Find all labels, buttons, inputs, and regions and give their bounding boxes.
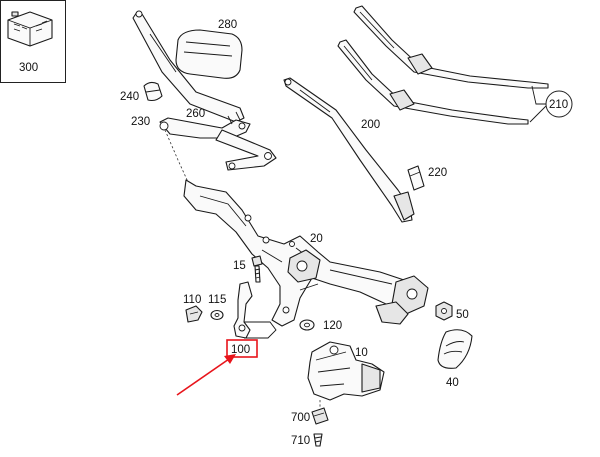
bolt-15[interactable]: 15 (233, 255, 263, 283)
label-700: 700 (291, 412, 310, 424)
highlight-100[interactable]: 100 (176, 339, 258, 396)
label-210: 210 (549, 99, 568, 111)
linkage-230[interactable]: 230 (131, 111, 277, 183)
screw-710[interactable]: 710 (291, 433, 323, 447)
label-120: 120 (323, 320, 342, 332)
wiper-motor-10[interactable]: 10 (307, 341, 385, 401)
cap-240[interactable]: 240 (120, 81, 163, 103)
wiper-blades-210[interactable]: 210 (337, 5, 573, 125)
label-200: 200 (361, 119, 380, 131)
washer-120[interactable]: 120 (299, 319, 342, 332)
cover-280[interactable]: 280 (175, 19, 243, 79)
label-280: 280 (218, 19, 237, 31)
wiper-arm-200[interactable]: 200 (283, 77, 415, 223)
cap-40[interactable]: 40 (437, 329, 473, 389)
red-arrow-line (176, 358, 230, 396)
label-260: 260 (186, 108, 205, 120)
wiper-arm-260[interactable]: 260 (132, 10, 245, 123)
label-110: 110 (183, 294, 201, 306)
label-20: 20 (310, 233, 323, 245)
label-230: 230 (131, 116, 150, 128)
label-10: 10 (355, 347, 368, 359)
nut-50[interactable]: 50 (435, 301, 469, 321)
bracket-100[interactable] (233, 281, 277, 339)
label-40: 40 (446, 377, 459, 389)
label-15: 15 (233, 260, 246, 272)
bolt-110[interactable]: 110 (183, 294, 203, 323)
highlight-box (226, 339, 258, 358)
control-module-part (7, 11, 53, 47)
label-220: 220 (428, 167, 447, 179)
connector-700[interactable]: 700 (291, 400, 329, 425)
label-240: 240 (120, 91, 139, 103)
washer-115[interactable]: 115 (208, 294, 226, 321)
label-100: 100 (231, 344, 250, 356)
linkage-frame-20[interactable]: 20 (183, 179, 429, 327)
label-50: 50 (456, 309, 469, 321)
cap-220[interactable]: 220 (407, 165, 447, 191)
label-300: 300 (19, 62, 38, 74)
label-115: 115 (208, 294, 226, 306)
red-arrowhead-icon (224, 354, 236, 364)
label-710: 710 (291, 435, 310, 447)
inset-box-300[interactable]: 300 (0, 0, 66, 83)
